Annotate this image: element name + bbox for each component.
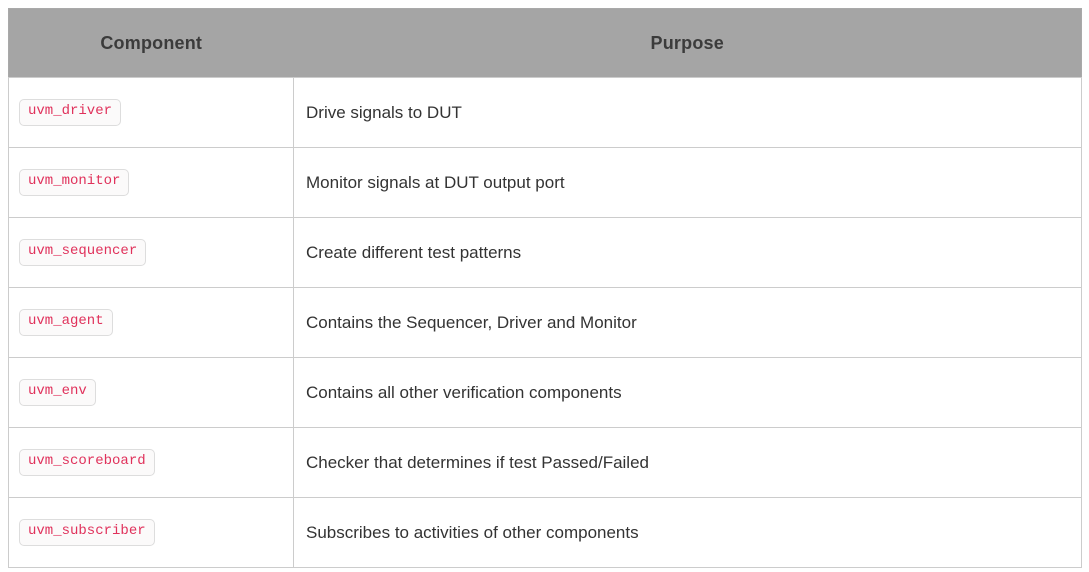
uvm-components-table: Component Purpose uvm_driver Drive signa… (8, 8, 1082, 568)
table-row: uvm_agent Contains the Sequencer, Driver… (8, 287, 1082, 358)
component-cell: uvm_sequencer (8, 217, 294, 288)
purpose-cell: Contains the Sequencer, Driver and Monit… (293, 287, 1082, 358)
component-code-badge: uvm_env (19, 379, 96, 406)
component-code-badge: uvm_driver (19, 99, 122, 126)
table-row: uvm_sequencer Create different test patt… (8, 217, 1082, 288)
table-row: uvm_subscriber Subscribes to activities … (8, 497, 1082, 568)
column-header-component: Component (8, 8, 294, 78)
table-row: uvm_monitor Monitor signals at DUT outpu… (8, 147, 1082, 218)
component-code-badge: uvm_subscriber (19, 519, 155, 546)
component-code-badge: uvm_agent (19, 309, 113, 336)
component-cell: uvm_driver (8, 77, 294, 148)
header-row: Component Purpose (8, 8, 1082, 78)
purpose-cell: Drive signals to DUT (293, 77, 1082, 148)
table-row: uvm_scoreboard Checker that determines i… (8, 427, 1082, 498)
purpose-cell: Create different test patterns (293, 217, 1082, 288)
component-cell: uvm_subscriber (8, 497, 294, 568)
purpose-cell: Monitor signals at DUT output port (293, 147, 1082, 218)
table-row: uvm_env Contains all other verification … (8, 357, 1082, 428)
table-body: uvm_driver Drive signals to DUT uvm_moni… (8, 77, 1082, 568)
component-cell: uvm_agent (8, 287, 294, 358)
purpose-cell: Subscribes to activities of other compon… (293, 497, 1082, 568)
component-cell: uvm_scoreboard (8, 427, 294, 498)
purpose-cell: Checker that determines if test Passed/F… (293, 427, 1082, 498)
purpose-cell: Contains all other verification componen… (293, 357, 1082, 428)
component-cell: uvm_monitor (8, 147, 294, 218)
table-header: Component Purpose (8, 8, 1082, 78)
table-row: uvm_driver Drive signals to DUT (8, 77, 1082, 148)
column-header-purpose: Purpose (293, 8, 1082, 78)
component-code-badge: uvm_monitor (19, 169, 130, 196)
component-cell: uvm_env (8, 357, 294, 428)
component-code-badge: uvm_scoreboard (19, 449, 155, 476)
component-code-badge: uvm_sequencer (19, 239, 147, 266)
